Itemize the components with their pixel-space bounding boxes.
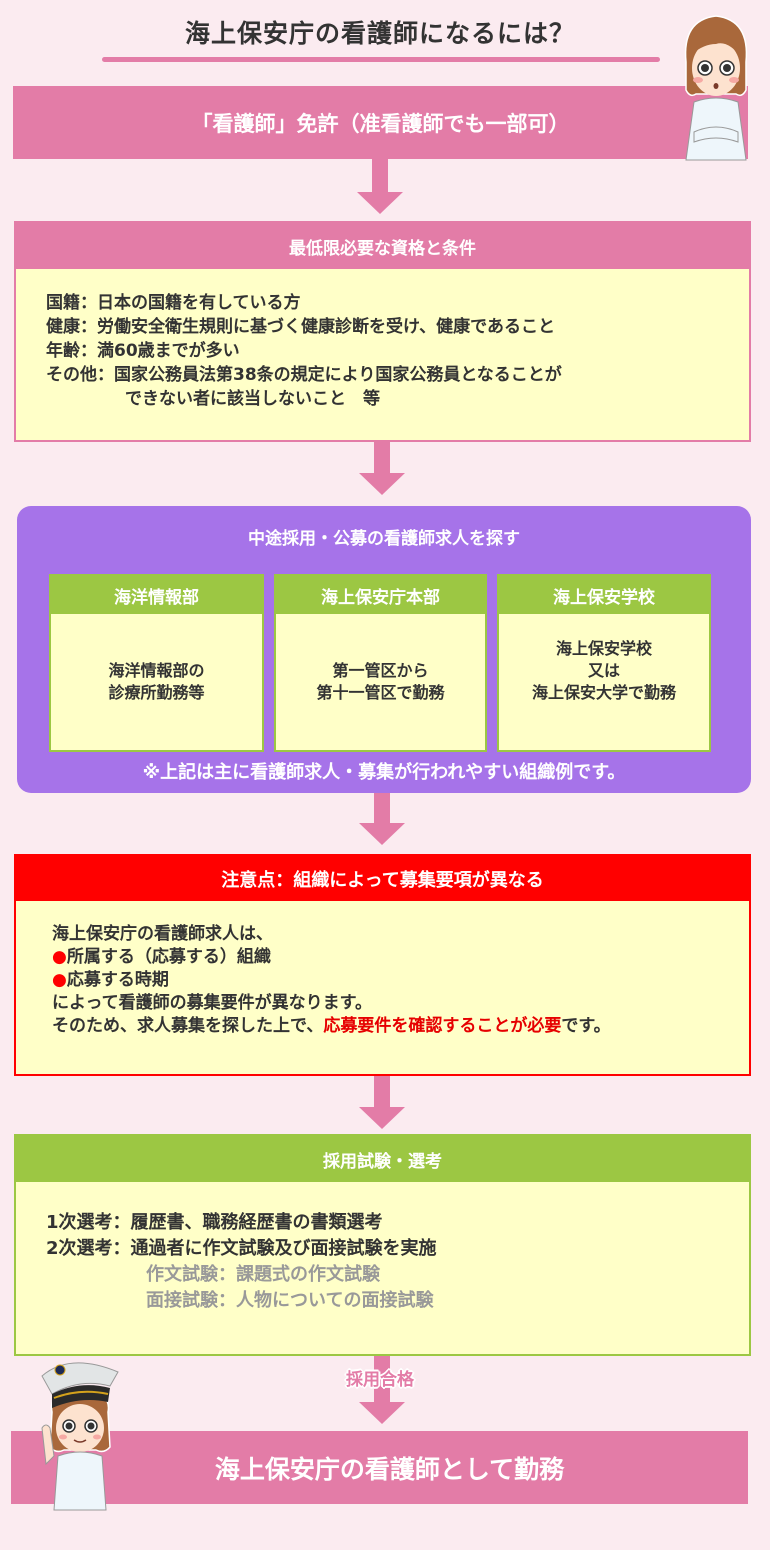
requirement-row: できない者に該当しないこと 等 xyxy=(46,387,719,411)
requirements-box: 最低限必要な資格と条件 国籍：日本の国籍を有している方 健康：労働安全衛生規則に… xyxy=(14,221,751,442)
final-banner: 海上保安庁の看護師として勤務 xyxy=(11,1431,748,1504)
flow-arrow xyxy=(359,1076,405,1130)
bullet-dot-icon: ● xyxy=(52,947,67,967)
requirement-row: その他：国家公務員法第38条の規定により国家公務員となることが xyxy=(46,363,719,387)
license-banner: 「看護師」免許（准看護師でも一部可） xyxy=(13,86,748,159)
exam-row: 2次選考：通過者に作文試験及び面接試験を実施 xyxy=(46,1238,437,1259)
title-underline xyxy=(102,57,660,62)
requirement-row: 健康：労働安全衛生規則に基づく健康診断を受け、健康であること xyxy=(46,315,719,339)
flow-arrow xyxy=(359,793,405,847)
caution-bullet: ●所属する（応募する）組織 xyxy=(52,947,271,967)
caution-emphasis: 応募要件を確認することが必要 xyxy=(323,1016,562,1036)
exam-heading: 採用試験・選考 xyxy=(16,1136,749,1182)
organization-detail: 第十一管区で勤務 xyxy=(316,683,445,702)
nurse-character-icon xyxy=(684,15,748,161)
page-title: 海上保安庁の看護師になるには？ xyxy=(184,19,575,48)
final-text: 海上保安庁の看護師として勤務 xyxy=(214,1454,565,1484)
requirement-row: 年齢：満60歳までが多い xyxy=(46,339,719,363)
requirement-value: できない者に該当しないこと 等 xyxy=(125,389,380,409)
requirement-label: 国籍： xyxy=(46,293,97,313)
job-search-heading: 中途採用・公募の看護師求人を探す xyxy=(248,529,520,549)
organization-detail: 海上保安学校 xyxy=(555,639,652,658)
organization-name: 海上保安学校 xyxy=(499,576,709,614)
requirement-value: 日本の国籍を有している方 xyxy=(97,293,301,313)
organization-detail: 海洋情報部の xyxy=(108,661,205,680)
flow-arrow xyxy=(357,159,403,215)
organization-name: 海洋情報部 xyxy=(51,576,262,614)
flow-arrow xyxy=(359,1356,405,1426)
requirement-row: 国籍：日本の国籍を有している方 xyxy=(46,291,719,315)
requirement-label: 年齢： xyxy=(46,341,97,361)
organization-card: 海洋情報部 海洋情報部の 診療所勤務等 xyxy=(49,574,264,752)
organization-card: 海上保安学校 海上保安学校 又は 海上保安大学で勤務 xyxy=(497,574,711,752)
caution-line: そのため、求人募集を探した上で、応募要件を確認することが必要です。 xyxy=(52,1016,611,1036)
caution-heading: 注意点：組織によって募集要項が異なる xyxy=(16,856,749,901)
coast-guard-nurse-icon xyxy=(41,1362,119,1511)
caution-bullet: ●応募する時期 xyxy=(52,970,169,990)
license-text: 「看護師」免許（准看護師でも一部可） xyxy=(191,111,570,136)
caution-intro: 海上保安庁の看護師求人は、 xyxy=(52,924,273,944)
caution-line: によって看護師の募集要件が異なります。 xyxy=(52,993,372,1013)
exam-row: 1次選考：履歴書、職務経歴書の書類選考 xyxy=(46,1212,383,1233)
requirement-label: その他： xyxy=(46,365,114,385)
requirements-heading: 最低限必要な資格と条件 xyxy=(16,223,749,269)
exam-box: 採用試験・選考 1次選考：履歴書、職務経歴書の書類選考 2次選考：通過者に作文試… xyxy=(14,1134,751,1356)
flow-arrow xyxy=(359,442,405,496)
requirement-label: 健康： xyxy=(46,317,97,337)
organization-name: 海上保安庁本部 xyxy=(276,576,485,614)
organization-detail: 海上保安大学で勤務 xyxy=(531,683,676,702)
requirement-value: 国家公務員法第38条の規定により国家公務員となることが xyxy=(114,365,562,385)
exam-sub-row: 面接試験：人物についての面接試験 xyxy=(146,1290,434,1311)
organization-list: 海洋情報部 海洋情報部の 診療所勤務等 海上保安庁本部 第一管区から 第十一管区… xyxy=(49,574,711,752)
requirement-value: 満60歳までが多い xyxy=(97,341,240,361)
requirement-value: 労働安全衛生規則に基づく健康診断を受け、健康であること xyxy=(97,317,555,337)
organization-detail: 診療所勤務等 xyxy=(108,683,205,702)
organization-detail: 第一管区から xyxy=(332,661,429,680)
job-search-note: ※上記は主に看護師求人・募集が行われやすい組織例です。 xyxy=(142,762,626,783)
exam-sub-row: 作文試験：課題式の作文試験 xyxy=(146,1264,380,1285)
bullet-dot-icon: ● xyxy=(52,970,67,990)
pass-label: 採用合格 xyxy=(346,1370,414,1390)
organization-card: 海上保安庁本部 第一管区から 第十一管区で勤務 xyxy=(274,574,487,752)
organization-detail: 又は xyxy=(587,661,620,680)
caution-box: 注意点：組織によって募集要項が異なる 海上保安庁の看護師求人は、 ●所属する（応… xyxy=(14,854,751,1076)
job-search-panel: 中途採用・公募の看護師求人を探す 海洋情報部 海洋情報部の 診療所勤務等 海上保… xyxy=(17,506,751,793)
